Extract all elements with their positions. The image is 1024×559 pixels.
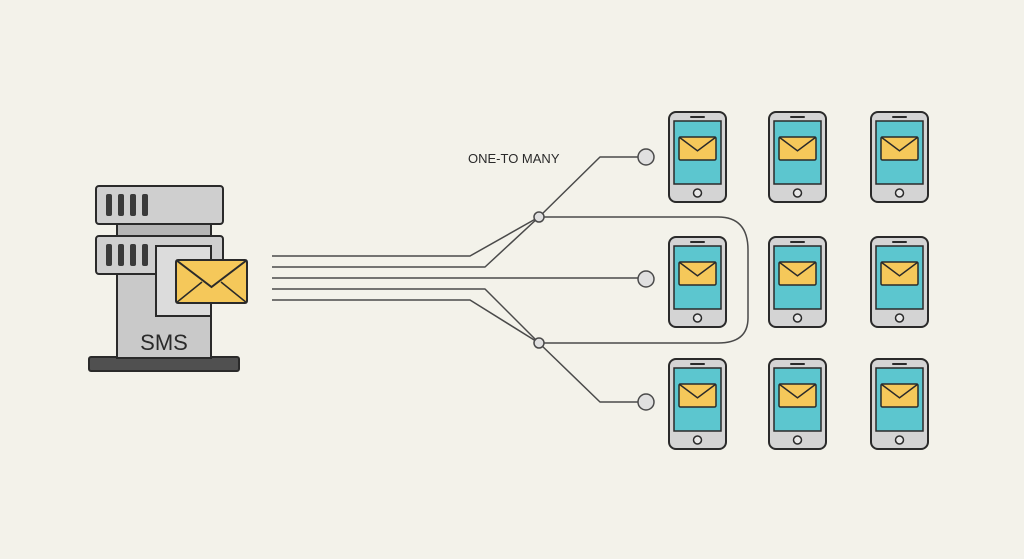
phone-home-button bbox=[792, 435, 803, 445]
envelope-icon bbox=[880, 383, 919, 408]
phone-home-button bbox=[894, 313, 905, 323]
phone-home-button bbox=[894, 188, 905, 198]
smartphone-icon bbox=[768, 111, 827, 203]
server-unit-top bbox=[95, 185, 224, 225]
phone-home-button bbox=[894, 435, 905, 445]
line-4 bbox=[272, 288, 540, 344]
envelope-icon bbox=[678, 383, 717, 408]
server-neck bbox=[116, 223, 212, 237]
junction-node-bottom bbox=[533, 337, 545, 349]
server-label: SMS bbox=[140, 330, 188, 355]
phone-grid bbox=[668, 111, 929, 450]
phone-home-button bbox=[692, 435, 703, 445]
smartphone-icon bbox=[870, 358, 929, 450]
envelope-icon bbox=[778, 136, 817, 161]
sms-server: SMS bbox=[88, 185, 248, 372]
smartphone-icon bbox=[768, 236, 827, 328]
envelope-icon bbox=[678, 136, 717, 161]
line-5 bbox=[272, 299, 645, 403]
server-vents-middle bbox=[106, 244, 148, 266]
terminal-node-bottom bbox=[637, 393, 655, 411]
connection-nodes bbox=[533, 148, 655, 411]
envelope-icon bbox=[880, 136, 919, 161]
smartphone-icon bbox=[870, 111, 929, 203]
envelope-icon bbox=[880, 261, 919, 286]
phone-home-button bbox=[792, 313, 803, 323]
smartphone-icon bbox=[870, 236, 929, 328]
terminal-node-middle bbox=[637, 270, 655, 288]
line-2 bbox=[272, 216, 749, 344]
junction-node-top bbox=[533, 211, 545, 223]
terminal-node-top bbox=[637, 148, 655, 166]
phone-home-button bbox=[792, 188, 803, 198]
envelope-icon bbox=[678, 261, 717, 286]
smartphone-icon bbox=[768, 358, 827, 450]
phone-home-button bbox=[692, 313, 703, 323]
envelope-icon bbox=[778, 261, 817, 286]
server-vents-top bbox=[106, 194, 148, 216]
smartphone-icon bbox=[668, 111, 727, 203]
smartphone-icon bbox=[668, 236, 727, 328]
one-to-many-label: ONE-TO MANY bbox=[468, 151, 560, 166]
phone-home-button bbox=[692, 188, 703, 198]
smartphone-icon bbox=[668, 358, 727, 450]
envelope-icon bbox=[175, 259, 248, 304]
line-1 bbox=[272, 156, 645, 257]
server-base bbox=[88, 356, 240, 372]
envelope-icon bbox=[778, 383, 817, 408]
